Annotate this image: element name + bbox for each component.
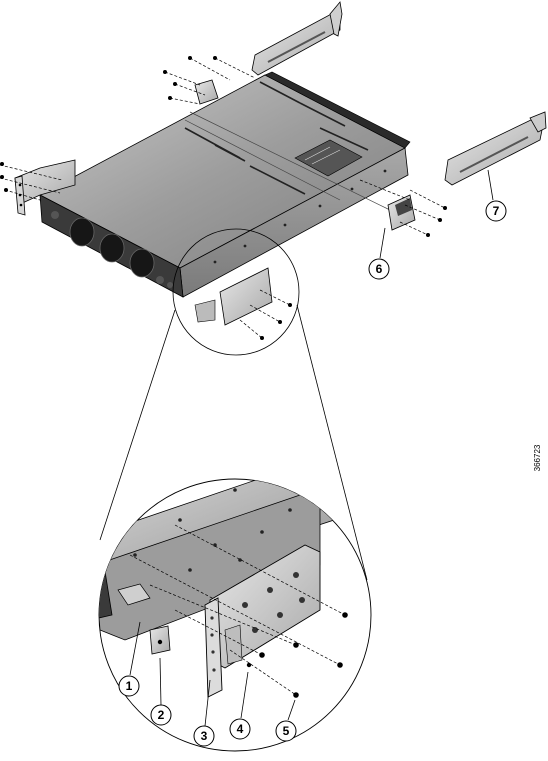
rear-rail-bracket-right <box>444 111 547 186</box>
side-mounting-holes <box>213 169 387 264</box>
callout-5: 5 <box>275 720 297 742</box>
callout-5-label: 5 <box>283 724 290 738</box>
chassis-rear-edge <box>264 71 411 149</box>
callout-4-label: 4 <box>237 722 244 736</box>
callout-2-label: 2 <box>158 708 165 722</box>
chassis-label-plate <box>294 139 363 177</box>
callout-4: 4 <box>229 718 251 740</box>
callout-7: 7 <box>485 200 507 222</box>
front-mount-bracket-flange <box>204 597 223 698</box>
detail-view <box>98 478 372 752</box>
callout-leaders <box>129 169 494 727</box>
top-panel-thin-seams <box>184 111 391 211</box>
callout-1: 1 <box>118 675 140 697</box>
screws-top-figure <box>0 56 447 340</box>
callout-2: 2 <box>150 704 172 726</box>
callout-3: 3 <box>193 725 215 747</box>
callout-1-label: 1 <box>126 679 133 693</box>
front-bracket-left <box>14 159 76 216</box>
top-panel-seams <box>184 81 369 195</box>
fan-grilles <box>51 211 173 288</box>
latch-bracket <box>117 583 151 606</box>
figure-id: 366723 <box>533 444 542 471</box>
rear-rail-bracket-top <box>251 1 343 76</box>
zoom-connector-lines <box>99 304 368 581</box>
rear-bracket-upper <box>194 79 219 105</box>
rear-bracket-right <box>387 194 416 231</box>
front-bracket-right-small <box>194 267 273 326</box>
callout-7-label: 7 <box>493 204 500 218</box>
screw-alignment-lines <box>0 57 446 339</box>
chassis-assembly <box>0 1 547 356</box>
callout-6-label: 6 <box>376 262 383 276</box>
callout-6: 6 <box>368 258 390 280</box>
detail-magnifier-circle <box>172 228 300 356</box>
callout-3-label: 3 <box>201 729 208 743</box>
